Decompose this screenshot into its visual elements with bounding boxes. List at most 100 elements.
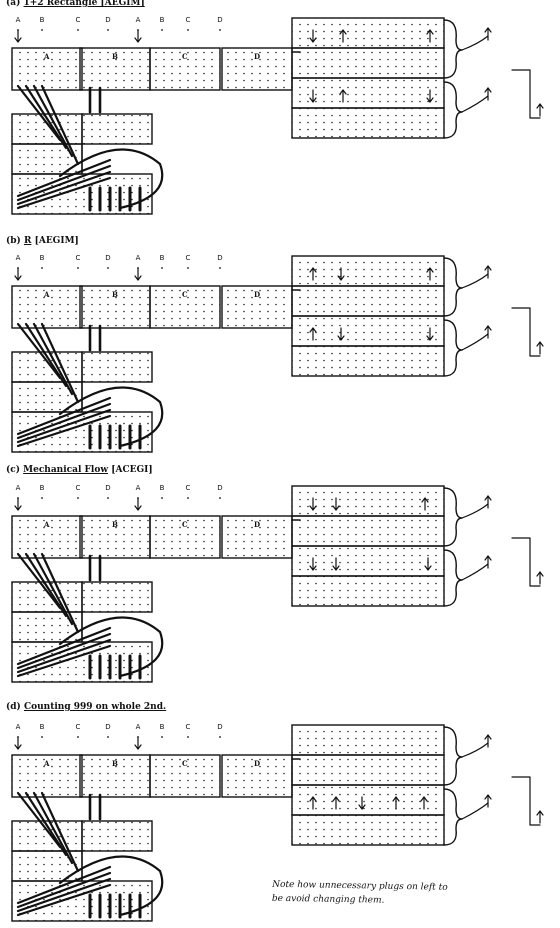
main-block-dots bbox=[150, 755, 220, 797]
arrow-head bbox=[536, 341, 544, 347]
loop-curve bbox=[58, 386, 164, 448]
lower-block-dots bbox=[82, 821, 152, 851]
row-dot bbox=[107, 267, 109, 269]
connector-curve bbox=[461, 273, 489, 289]
hatch-stroke bbox=[40, 552, 80, 634]
hatch-stroke bbox=[16, 865, 112, 905]
brace-path bbox=[443, 487, 463, 547]
hatch-stroke bbox=[32, 552, 74, 626]
up-arrow-icon bbox=[309, 327, 317, 341]
stack-row-dots bbox=[292, 286, 444, 316]
row-dot bbox=[77, 29, 79, 31]
row-dot bbox=[161, 497, 163, 499]
block-label: D bbox=[254, 759, 260, 768]
arrow-head bbox=[484, 734, 492, 740]
hatch-stroke bbox=[16, 414, 112, 448]
hatch-stroke bbox=[24, 552, 68, 618]
block-label: C bbox=[182, 52, 188, 61]
row-dot bbox=[219, 736, 221, 738]
arrow-head bbox=[484, 27, 492, 33]
top-letter: C bbox=[186, 254, 191, 262]
down-arrow-icon bbox=[337, 267, 345, 281]
main-block-dots bbox=[80, 286, 150, 328]
arrow-head bbox=[484, 87, 492, 93]
row-dot bbox=[187, 736, 189, 738]
down-arrow-icon bbox=[309, 497, 317, 511]
row-dot bbox=[107, 736, 109, 738]
arrow-head bbox=[134, 37, 142, 43]
block-label: D bbox=[254, 520, 260, 529]
top-letter: C bbox=[76, 16, 81, 24]
hatch-stroke bbox=[16, 396, 112, 436]
top-letter: C bbox=[186, 723, 191, 731]
top-letter: A bbox=[136, 16, 141, 24]
arrow-head bbox=[332, 565, 340, 571]
hatch-stroke bbox=[24, 84, 68, 150]
arrow-head bbox=[484, 325, 492, 331]
block-label: B bbox=[112, 52, 118, 61]
hatch-stroke bbox=[24, 322, 68, 388]
hatch-stroke bbox=[40, 84, 80, 166]
block-label: B bbox=[112, 520, 118, 529]
stack-row-dots bbox=[292, 516, 444, 546]
stack-row-dots bbox=[292, 346, 444, 376]
hatch-stroke bbox=[16, 402, 112, 440]
main-block bbox=[149, 515, 221, 559]
main-block bbox=[149, 285, 221, 329]
stack-row-dots bbox=[292, 725, 444, 755]
up-arrow-icon bbox=[332, 796, 340, 810]
row-dot bbox=[107, 497, 109, 499]
down-arrow-icon bbox=[426, 89, 434, 103]
main-block-dots bbox=[150, 516, 220, 558]
arrow-head bbox=[484, 265, 492, 271]
stack-row-dots bbox=[292, 486, 444, 516]
main-block-dots bbox=[12, 48, 82, 90]
row-dot bbox=[41, 267, 43, 269]
top-letter: D bbox=[217, 16, 222, 24]
hatch-stroke bbox=[16, 322, 62, 380]
arrow-head bbox=[358, 804, 366, 810]
hatch-stroke bbox=[16, 626, 112, 666]
arrow-head bbox=[536, 571, 544, 577]
down-arrow-icon bbox=[358, 796, 366, 810]
up-arrow-icon bbox=[339, 29, 347, 43]
arrow-head bbox=[484, 794, 492, 800]
top-letter: B bbox=[160, 723, 165, 731]
main-block-dots bbox=[80, 755, 150, 797]
arrow-head bbox=[309, 267, 317, 273]
top-letter: B bbox=[40, 723, 45, 731]
top-letter: A bbox=[136, 723, 141, 731]
up-arrow-icon bbox=[309, 267, 317, 281]
hatch-stroke bbox=[16, 877, 112, 913]
stack-row-dots bbox=[292, 108, 444, 138]
top-letter: B bbox=[40, 16, 45, 24]
stack-row bbox=[291, 575, 445, 607]
top-letter: D bbox=[217, 254, 222, 262]
stack-row-dots bbox=[292, 576, 444, 606]
arrow-head bbox=[392, 796, 400, 802]
hatch-stroke bbox=[32, 322, 74, 396]
up-arrow-icon bbox=[536, 103, 544, 117]
lower-block bbox=[81, 581, 153, 613]
stack-row-dots bbox=[292, 546, 444, 576]
lower-block-dots bbox=[82, 352, 152, 382]
row-dot bbox=[77, 736, 79, 738]
top-letter: C bbox=[76, 254, 81, 262]
top-letter: B bbox=[160, 484, 165, 492]
top-letter: B bbox=[40, 254, 45, 262]
arrow-head bbox=[484, 495, 492, 501]
row-dot bbox=[187, 497, 189, 499]
stack-row-dots bbox=[292, 78, 444, 108]
block-label: C bbox=[182, 759, 188, 768]
up-arrow-icon bbox=[536, 810, 544, 824]
up-arrow-icon bbox=[339, 89, 347, 103]
block-label: C bbox=[182, 520, 188, 529]
row-dot bbox=[219, 267, 221, 269]
main-block-dots bbox=[80, 48, 150, 90]
top-letter: D bbox=[105, 16, 110, 24]
top-letter: A bbox=[136, 254, 141, 262]
block-label: A bbox=[43, 759, 50, 768]
up-arrow-icon bbox=[484, 27, 492, 41]
lower-block bbox=[81, 351, 153, 383]
row-dot bbox=[161, 736, 163, 738]
